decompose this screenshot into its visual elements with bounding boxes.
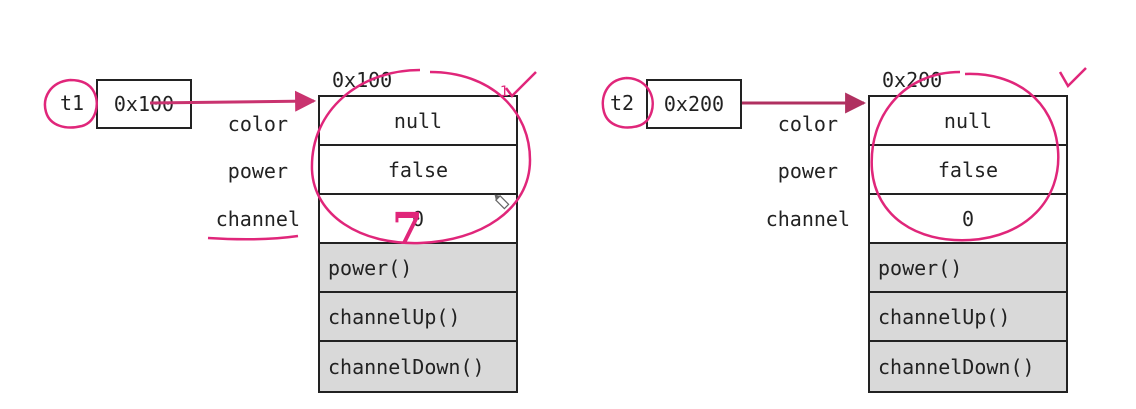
field-value-color: null [320, 97, 516, 146]
ref-value-t1: 0x100 [113, 92, 175, 116]
field-label-color: color [227, 112, 288, 136]
object-address-right: 0x200 [882, 68, 943, 92]
method-channel-up: channelUp() [320, 293, 516, 342]
method-power: power() [870, 244, 1066, 293]
field-value-color: null [870, 97, 1066, 146]
check-mark-right-icon [1058, 67, 1087, 89]
field-value-channel: 0 [870, 195, 1066, 244]
method-channel-up: channelUp() [870, 293, 1066, 342]
field-label-power: power [227, 159, 288, 183]
ref-value-t2: 0x200 [663, 92, 725, 116]
field-value-power: false [870, 146, 1066, 195]
var-name-t2: t2 [610, 91, 635, 115]
field-label-color: color [777, 112, 838, 136]
method-channel-down: channelDown() [320, 342, 516, 391]
method-power: power() [320, 244, 516, 293]
field-value-channel: 0 [320, 195, 516, 244]
field-value-power: false [320, 146, 516, 195]
object-address-left: 0x100 [332, 68, 393, 92]
object-box-left: null false 0 power() channelUp() channel… [318, 95, 518, 393]
field-label-channel: channel [215, 207, 300, 231]
object-box-right: null false 0 power() channelUp() channel… [868, 95, 1068, 393]
field-label-channel: channel [765, 207, 850, 231]
underline-channel-annotation [207, 234, 299, 241]
method-channel-down: channelDown() [870, 342, 1066, 391]
field-label-power: power [777, 159, 838, 183]
check-mark-left-icon [505, 71, 537, 98]
var-name-t1: t1 [60, 91, 85, 115]
